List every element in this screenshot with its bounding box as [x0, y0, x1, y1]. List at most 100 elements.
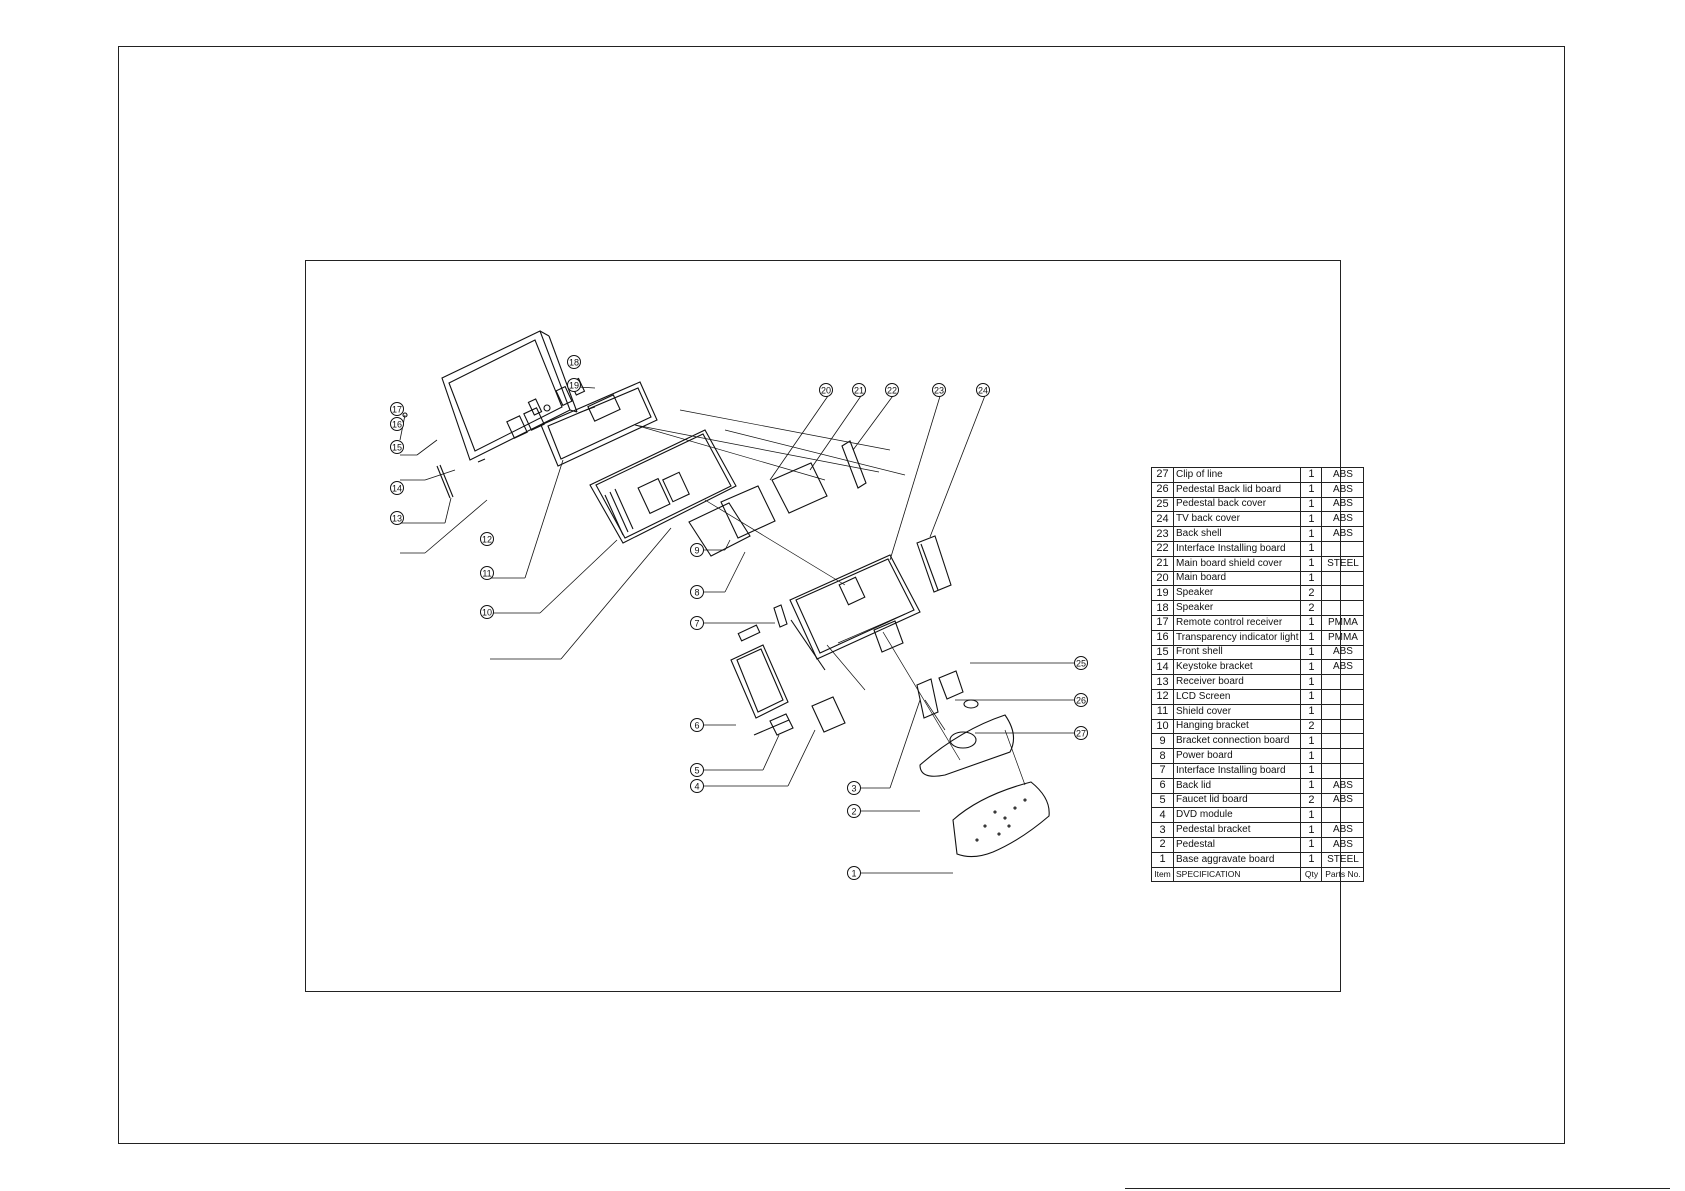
row-specification: Pedestal back cover [1172, 496, 1302, 513]
row-item: 27 [1151, 467, 1174, 483]
row-qty: 1 [1300, 481, 1323, 498]
row-qty: 1 [1300, 674, 1323, 690]
row-item: 19 [1151, 585, 1174, 602]
row-item: 13 [1151, 674, 1174, 690]
row-specification: Main board [1172, 570, 1302, 587]
row-parts-no [1321, 600, 1365, 616]
row-parts-no: STEEL [1321, 851, 1365, 868]
row-qty: 1 [1300, 629, 1323, 646]
parts-table-header-row: Item SPECIFICATION Qty Parts No. [1151, 866, 1365, 883]
callout-circle [567, 378, 581, 392]
row-qty: 1 [1300, 733, 1323, 750]
callout-circle [885, 383, 899, 397]
row-parts-no: ABS [1321, 481, 1365, 498]
callout-circle [852, 383, 866, 397]
row-specification: Remote control receiver [1172, 614, 1302, 631]
row-qty: 1 [1300, 496, 1323, 513]
row-parts-no [1321, 674, 1365, 690]
callout-number: 5 [694, 766, 699, 776]
callout-18: 18 [567, 355, 581, 369]
row-qty: 1 [1300, 644, 1323, 661]
callout-25: 25 [1074, 656, 1088, 670]
shield-cover-part [589, 429, 737, 544]
callout-number: 15 [392, 443, 402, 453]
callout-number: 8 [694, 588, 699, 598]
row-parts-no: STEEL [1321, 555, 1365, 572]
callout-number: 11 [482, 569, 491, 579]
callout-12: 12 [480, 532, 494, 546]
callout-circle [390, 402, 404, 416]
row-item: 16 [1151, 629, 1174, 646]
row-specification: Pedestal bracket [1172, 822, 1302, 838]
row-item: 17 [1151, 614, 1174, 631]
callout-circle [690, 718, 704, 732]
row-qty: 1 [1300, 777, 1323, 794]
row-item: 3 [1151, 822, 1174, 838]
row-parts-no [1321, 570, 1365, 587]
row-parts-no: ABS [1321, 659, 1365, 676]
callout-circle [1074, 726, 1088, 740]
row-item: 22 [1151, 540, 1174, 557]
row-parts-no [1321, 733, 1365, 750]
row-item: 9 [1151, 733, 1174, 750]
row-item: 23 [1151, 526, 1174, 542]
row-parts-no [1321, 807, 1365, 824]
row-item: 14 [1151, 659, 1174, 676]
callout-number: 2 [851, 807, 856, 817]
row-item: 11 [1151, 703, 1174, 720]
callout-circle [819, 383, 833, 397]
row-item: 7 [1151, 762, 1174, 779]
row-qty: 1 [1300, 614, 1323, 631]
row-item: 8 [1151, 748, 1174, 764]
back-lid-part [730, 624, 789, 719]
callout-circle [480, 605, 494, 619]
row-qty: 1 [1300, 526, 1323, 542]
row-qty: 1 [1300, 570, 1323, 587]
callout-number: 19 [569, 381, 579, 391]
row-specification: Interface Installing board [1172, 762, 1302, 779]
front-shell-part [540, 381, 658, 467]
row-item: 25 [1151, 496, 1174, 513]
callout-number: 4 [694, 782, 699, 792]
row-qty: 1 [1300, 822, 1323, 838]
row-item: 18 [1151, 600, 1174, 616]
row-parts-no: ABS [1321, 526, 1365, 542]
row-specification: Speaker [1172, 585, 1302, 602]
row-qty: 1 [1300, 703, 1323, 720]
row-parts-no: ABS [1321, 836, 1365, 853]
lcd-screen-part [441, 330, 578, 461]
row-item: 12 [1151, 688, 1174, 705]
callout-number: 21 [854, 386, 864, 396]
callout-27: 27 [1074, 726, 1088, 740]
callout-number: 14 [392, 484, 402, 494]
row-parts-no [1321, 718, 1365, 735]
callout-number: 17 [392, 405, 402, 415]
callout-circle [690, 616, 704, 630]
row-parts-no [1321, 703, 1365, 720]
row-parts-no: ABS [1321, 467, 1365, 483]
row-specification: DVD module [1172, 807, 1302, 824]
row-parts-no [1321, 688, 1365, 705]
row-specification: Speaker [1172, 600, 1302, 616]
header-specification: SPECIFICATION [1172, 866, 1302, 883]
header-parts-no: Parts No. [1321, 866, 1365, 883]
callout-circle [690, 779, 704, 793]
row-parts-no [1321, 748, 1365, 764]
callout-8: 8 [690, 585, 704, 599]
callout-number: 16 [392, 420, 402, 430]
callout-4: 4 [690, 779, 704, 793]
